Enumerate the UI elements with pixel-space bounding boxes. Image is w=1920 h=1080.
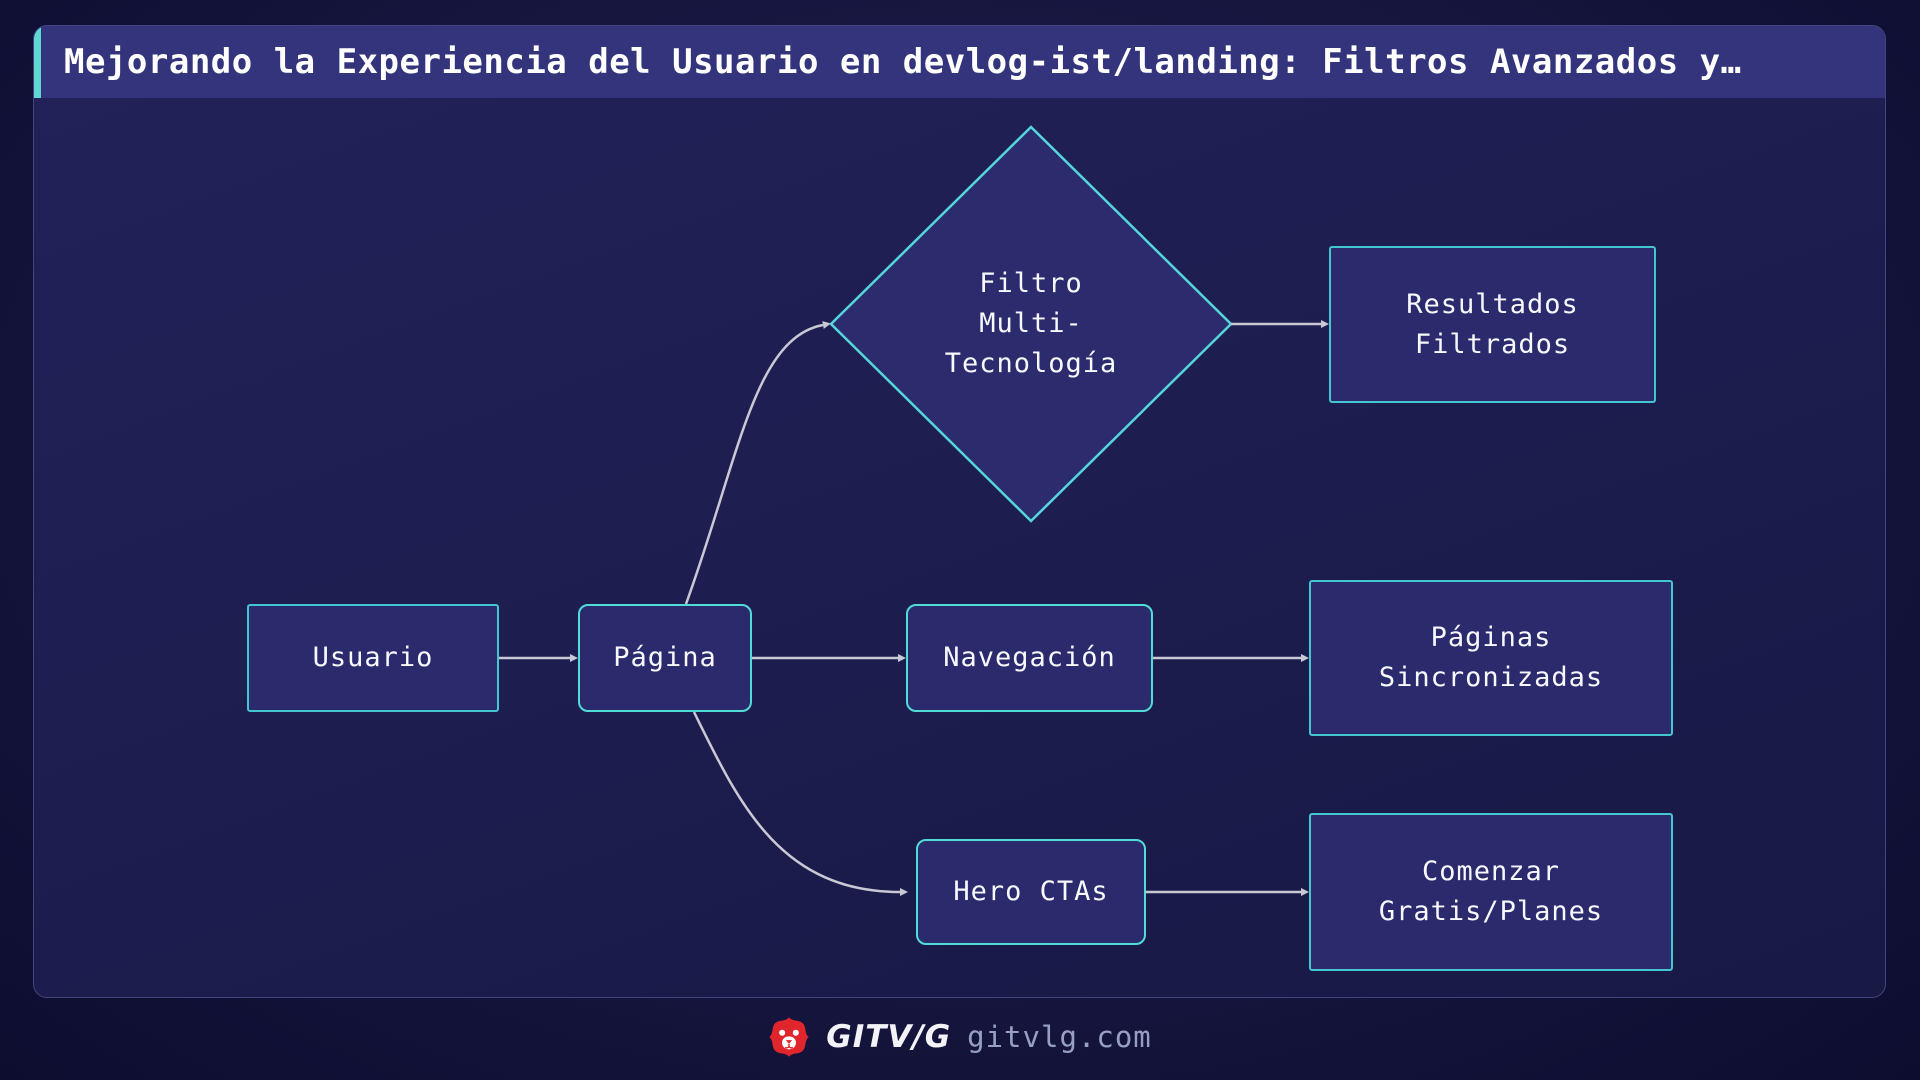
node-navegacion: Navegación xyxy=(906,604,1153,712)
brand-name: GITV/G xyxy=(826,1018,952,1055)
footer: GITV/G gitvlg.com xyxy=(0,1010,1920,1064)
diagram-panel: Mejorando la Experiencia del Usuario en … xyxy=(33,25,1886,998)
page-title: Mejorando la Experiencia del Usuario en … xyxy=(64,42,1742,82)
edge-pagina-filtro xyxy=(684,321,831,605)
node-usuario: Usuario xyxy=(247,604,499,712)
title-accent-bar xyxy=(34,26,41,98)
edges-layer xyxy=(499,125,1329,896)
node-resultados-filtrados: Resultados Filtrados xyxy=(1329,246,1656,403)
node-comenzar-gratis-planes: Comenzar Gratis/Planes xyxy=(1309,813,1673,971)
node-pagina: Página xyxy=(578,604,752,712)
edge-pagina-hero xyxy=(692,711,908,896)
brand-domain: gitvlg.com xyxy=(967,1019,1152,1054)
flowchart-canvas: Usuario Página Navegación Hero CTAs Resu… xyxy=(34,98,1885,997)
title-bar: Mejorando la Experiencia del Usuario en … xyxy=(34,26,1885,98)
lion-icon xyxy=(769,1017,809,1057)
node-filtro-multi-tecnologia: Filtro Multi- Tecnología xyxy=(944,268,1118,379)
node-hero-ctas: Hero CTAs xyxy=(916,839,1146,945)
node-paginas-sincronizadas: Páginas Sincronizadas xyxy=(1309,580,1673,736)
